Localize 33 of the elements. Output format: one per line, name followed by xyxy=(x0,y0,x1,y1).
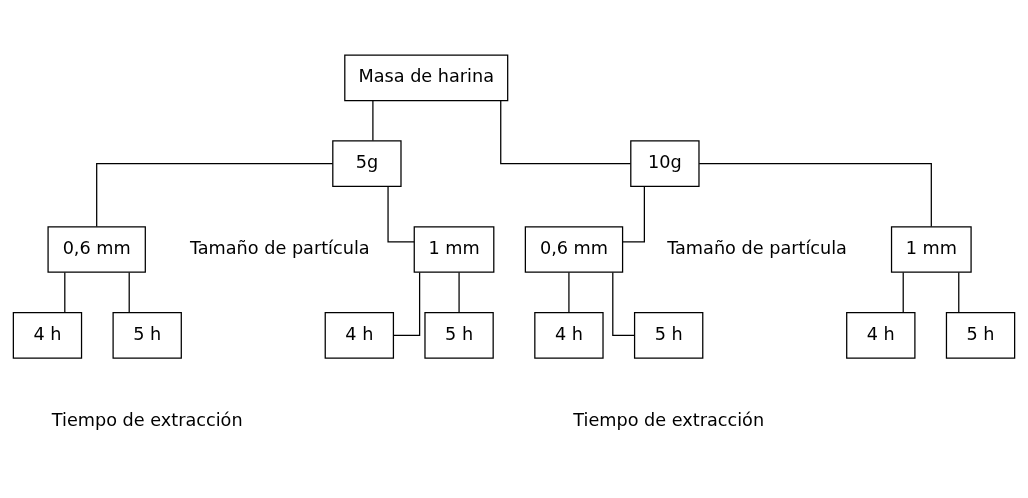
node-box: 1 mm xyxy=(890,225,972,273)
connector xyxy=(372,99,374,141)
node-box: 4 h xyxy=(324,311,395,359)
connector xyxy=(458,271,460,313)
node-box: 4 h xyxy=(846,311,916,359)
node-box: 10g xyxy=(630,139,700,187)
node-box: 0,6 mm xyxy=(47,225,146,273)
node-box: 5 h xyxy=(633,311,704,359)
connector xyxy=(958,271,960,313)
label: Tiempo de extracción xyxy=(51,409,243,430)
connector xyxy=(387,185,415,243)
connector xyxy=(568,271,570,313)
connector xyxy=(902,271,904,313)
connector xyxy=(64,271,66,313)
label: Tamaño de partícula xyxy=(667,237,847,258)
node-box: 0,6 mm xyxy=(524,225,624,273)
connector xyxy=(698,162,932,227)
connector xyxy=(622,185,645,243)
node-box: 4 h xyxy=(12,311,83,359)
connector xyxy=(96,162,334,227)
node-box: 1 mm xyxy=(413,225,495,273)
node-box: 5 h xyxy=(424,311,494,359)
connector xyxy=(612,271,636,336)
node-box: Masa de harina xyxy=(344,53,509,101)
label: Tiempo de extracción xyxy=(573,409,765,430)
connector xyxy=(128,271,130,313)
connector xyxy=(500,99,632,164)
node-box: 5 h xyxy=(945,311,1016,359)
connector xyxy=(393,271,421,336)
node-box: 5 h xyxy=(112,311,182,359)
node-box: 5g xyxy=(332,139,402,187)
node-box: 4 h xyxy=(534,311,604,359)
label: Tamaño de partícula xyxy=(189,237,370,258)
